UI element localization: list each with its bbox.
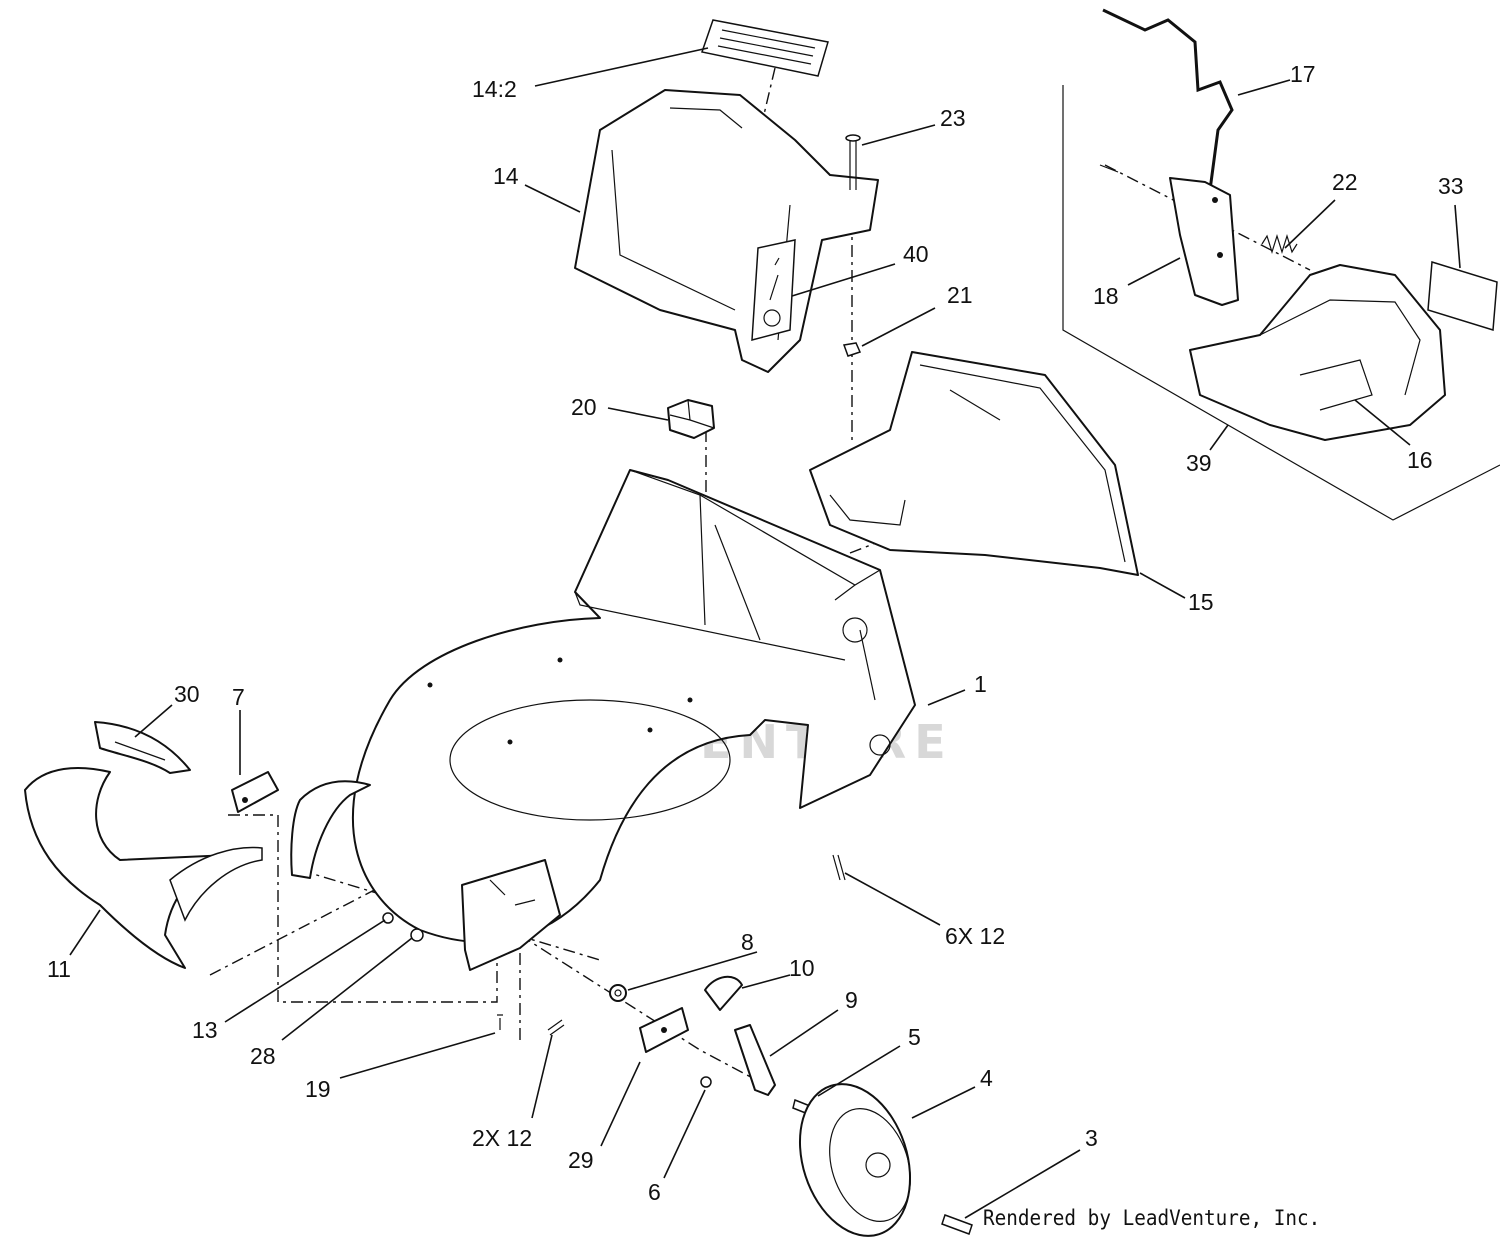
decal-33: [1427, 261, 1498, 331]
callout-19: 19: [305, 1076, 331, 1102]
height-adjust-plate: [461, 859, 561, 971]
callout-13: 13: [192, 1017, 218, 1043]
screw-19: [497, 1014, 503, 1030]
knob-10: [704, 975, 743, 1011]
side-baffle: [290, 780, 371, 879]
callout-16: 16: [1407, 447, 1433, 473]
render-credit: Rendered by LeadVenture, Inc.: [983, 1206, 1321, 1230]
screw-2x12: [547, 1019, 565, 1036]
callout-14-2: 14:2: [472, 76, 517, 102]
rear-shroud-14: [574, 89, 879, 373]
washer-28: [410, 928, 424, 942]
callout-6x12: 6X 12: [945, 923, 1005, 949]
callout-14: 14: [493, 163, 519, 189]
callout-33: 33: [1438, 173, 1464, 199]
callout-9: 9: [845, 987, 858, 1013]
callout-29: 29: [568, 1147, 594, 1173]
washer-13: [382, 912, 394, 924]
front-bumper-11: [24, 767, 263, 969]
callout-18: 18: [1093, 283, 1119, 309]
callout-23: 23: [940, 105, 966, 131]
nut-21: [842, 342, 862, 357]
washer-8: [609, 984, 627, 1002]
callout-11: 11: [47, 956, 71, 982]
callout-22: 22: [1332, 169, 1358, 195]
callout-17: 17: [1290, 61, 1316, 87]
mower-deck-1: [351, 469, 916, 943]
lever-9: [734, 1024, 776, 1096]
washer-6: [700, 1076, 712, 1088]
callout-20: 20: [571, 394, 597, 420]
height-lever-17: [1102, 8, 1234, 191]
grass-bag-frame-15: [809, 351, 1139, 576]
callout-28: 28: [250, 1043, 276, 1069]
bolt-3: [941, 1214, 973, 1235]
screw-23: [845, 134, 861, 190]
pad-20: [667, 399, 715, 439]
bracket-18: [1099, 164, 1239, 306]
callout-30: 30: [174, 681, 200, 707]
spring-22: [1261, 233, 1298, 255]
callout-4: 4: [980, 1065, 993, 1091]
callout-10: 10: [789, 955, 815, 981]
discharge-guard-39-16: [1189, 264, 1446, 441]
callout-leaders: [69, 47, 1461, 1219]
callout-2x12: 2X 12: [472, 1125, 532, 1151]
callout-labels: 14:2 14 23 40 21 20 17 22 33 18 39 16 15…: [47, 61, 1464, 1205]
bracket-7: [231, 771, 279, 813]
decal-30: [94, 721, 191, 774]
callout-7: 7: [232, 684, 245, 710]
callout-1: 1: [974, 671, 987, 697]
callout-6: 6: [648, 1179, 661, 1205]
decal-14-2: [701, 19, 829, 77]
bracket-29: [639, 1007, 689, 1053]
callout-3: 3: [1085, 1125, 1098, 1151]
callout-39: 39: [1186, 450, 1212, 476]
callout-15: 15: [1188, 589, 1214, 615]
callout-8: 8: [741, 929, 754, 955]
callout-5: 5: [908, 1024, 921, 1050]
wheel-4: [798, 1083, 912, 1237]
callout-40: 40: [903, 241, 929, 267]
screw-6x12: [832, 854, 846, 881]
callout-21: 21: [947, 282, 973, 308]
